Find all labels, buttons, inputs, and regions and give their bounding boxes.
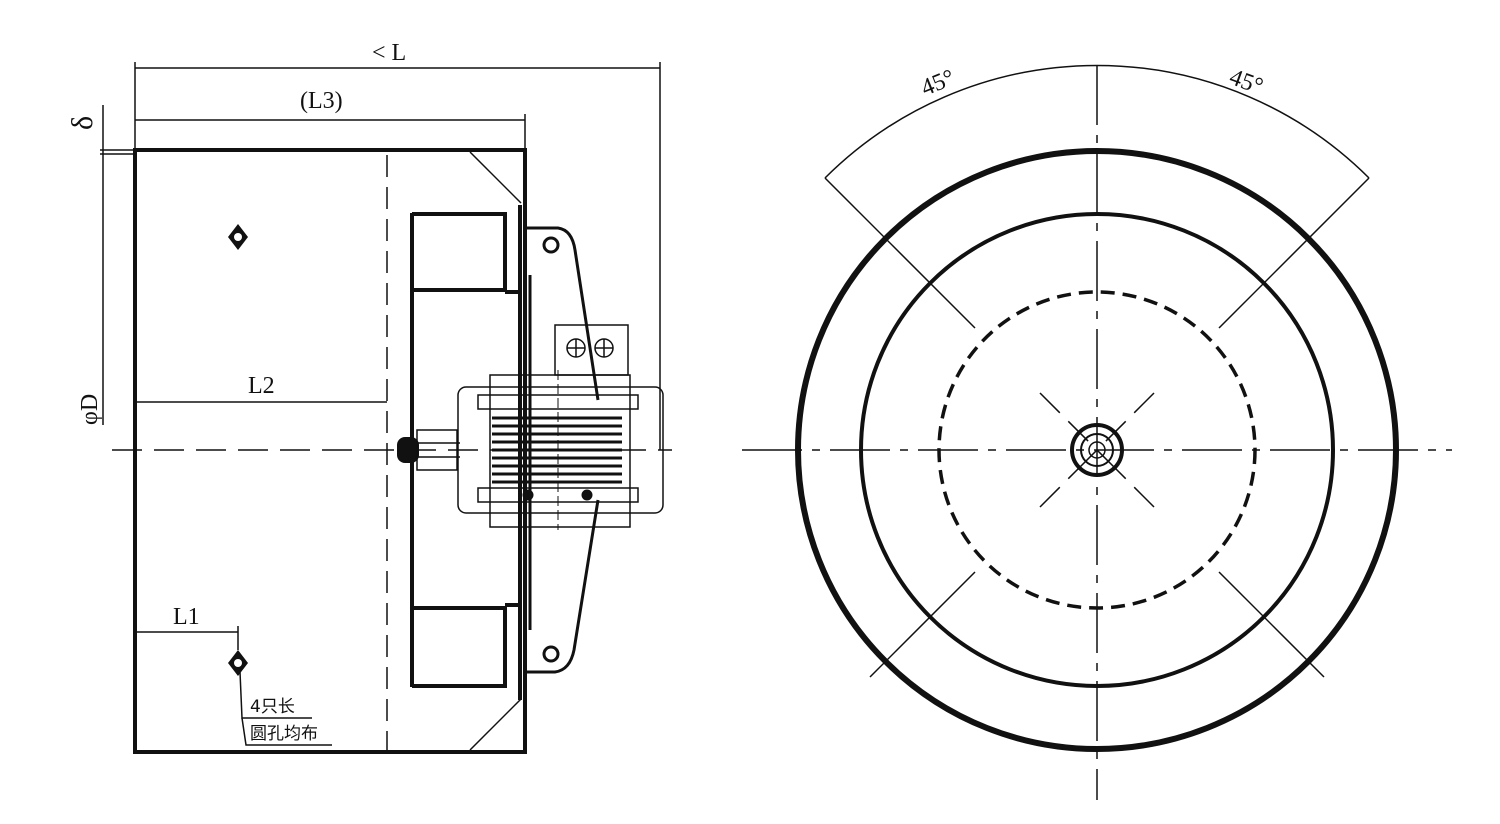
mounting-hole-icon [228,650,248,676]
dim-L-label: < L [372,40,406,66]
dimension-L1 [135,626,239,650]
dimension-L [134,62,661,450]
diagonal-lines [824,177,1370,678]
dim-L1-label: L1 [173,604,200,630]
motor [457,324,664,530]
note-line-1: 4只长 [250,697,295,717]
shaft [416,429,460,471]
shaft-hub [397,437,419,463]
terminal-box [554,324,629,376]
center-lines [742,65,1452,800]
note-leader [239,671,332,746]
dim-L3-label: (L3) [300,88,343,114]
dimension-delta [100,105,135,425]
dim-L2-label: L2 [248,373,275,399]
outer-housing-circle [795,148,1399,752]
side-view: < L (L3) δ φD L2 L1 [66,40,672,754]
inlet-circle [859,212,1335,688]
impeller [410,205,532,700]
housing-outline [133,148,527,754]
dim-D-label: φD [77,394,103,425]
motor-bracket [525,226,600,674]
mounting-hole-icon [228,224,248,250]
angle-left-label: 45° [918,65,959,102]
housing-chamfer-lines [469,151,522,751]
angle-arc [824,64,1370,179]
angle-right-label: 45° [1226,64,1266,100]
impeller-dashed-circle [937,290,1257,610]
note-line-2: 圆孔均布 [250,724,318,744]
dimension-L3 [135,114,526,150]
dim-delta-label: δ [66,116,99,130]
front-view: 45° 45° [742,64,1452,800]
hub-circles [1070,423,1124,477]
